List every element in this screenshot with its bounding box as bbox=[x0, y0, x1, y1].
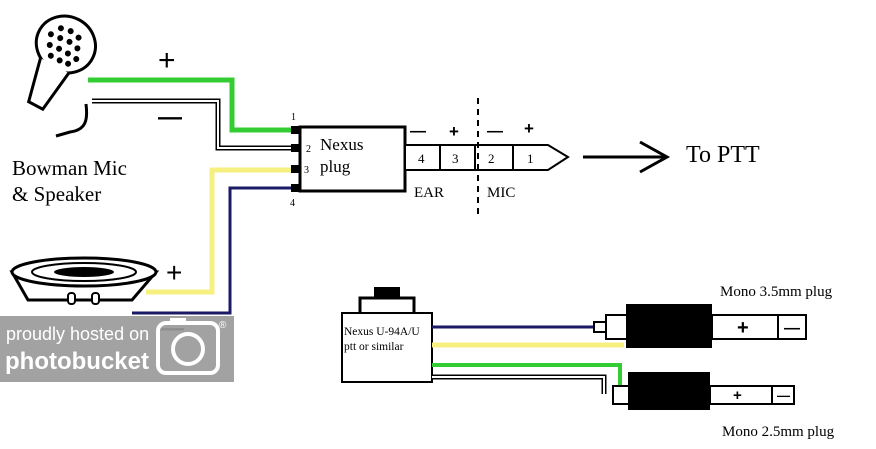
watermark-line1: proudly hosted on bbox=[6, 324, 149, 344]
mono-35-minus: — bbox=[784, 320, 800, 337]
jack-segment-1: 1 bbox=[527, 151, 534, 166]
mic-minus-sign: — bbox=[158, 104, 182, 131]
ptt-box-label-line1: Nexus U-94A/U bbox=[344, 326, 420, 338]
nexus-plug-block: Nexus plug 1 2 3 4 bbox=[290, 112, 407, 209]
ptt-green-wire bbox=[432, 363, 622, 386]
camera-logo-icon bbox=[156, 318, 220, 375]
jack-sign-4: — bbox=[410, 123, 426, 140]
nexus-jack-connector: 4 3 2 1 — + — + EAR MIC bbox=[404, 98, 570, 215]
mic-positive-wire bbox=[88, 77, 292, 133]
to-ptt-label: To PTT bbox=[686, 142, 760, 168]
photobucket-watermark: proudly hosted on photobucket ® bbox=[0, 316, 234, 382]
jack-sign-2: — bbox=[487, 123, 503, 140]
mic-plus-sign: + bbox=[158, 44, 176, 77]
bowman-label-line1: Bowman Mic bbox=[12, 156, 127, 180]
mono-25-plus: + bbox=[733, 387, 742, 404]
pin-1-label: 1 bbox=[291, 112, 296, 123]
speaker-positive-wire bbox=[146, 167, 292, 295]
speaker-plus-sign: + bbox=[166, 257, 182, 288]
watermark-registered-mark: ® bbox=[219, 320, 227, 331]
pin-3-label: 3 bbox=[304, 165, 309, 176]
speaker-illustration bbox=[9, 256, 160, 305]
ptt-white-wire bbox=[432, 374, 607, 394]
ptt-wires bbox=[432, 321, 624, 394]
to-ptt-arrow bbox=[583, 140, 671, 174]
pin-4-label: 4 bbox=[290, 198, 295, 209]
ptt-box-label-line2: ptt or similar bbox=[344, 341, 404, 353]
mono-25-minus: — bbox=[777, 388, 790, 403]
mono-25-plug: + — bbox=[612, 372, 795, 410]
mic-label: MIC bbox=[487, 185, 515, 201]
ear-label: EAR bbox=[414, 185, 444, 201]
jack-sign-3: + bbox=[449, 122, 459, 141]
mono-25-label: Mono 2.5mm plug bbox=[722, 424, 835, 440]
jack-segment-2: 2 bbox=[488, 151, 495, 166]
speaker-negative-wire bbox=[132, 186, 292, 315]
microphone-illustration bbox=[26, 14, 97, 138]
mic-negative-wire bbox=[92, 98, 292, 151]
bowman-label-line2: & Speaker bbox=[12, 182, 101, 206]
watermark-line2: photobucket bbox=[5, 348, 149, 375]
mono-35-plus: + bbox=[737, 317, 749, 339]
ptt-box: Nexus U-94A/U ptt or similar bbox=[341, 287, 433, 383]
jack-segment-4: 4 bbox=[418, 151, 425, 166]
mono-35-label: Mono 3.5mm plug bbox=[720, 284, 833, 300]
pin-2-label: 2 bbox=[306, 144, 311, 155]
jack-segment-3: 3 bbox=[452, 151, 459, 166]
nexus-plug-label-line1: Nexus bbox=[320, 135, 363, 154]
mono-35-plug: + — bbox=[605, 304, 807, 348]
nexus-plug-label-line2: plug bbox=[320, 157, 351, 176]
jack-sign-1: + bbox=[524, 119, 534, 138]
